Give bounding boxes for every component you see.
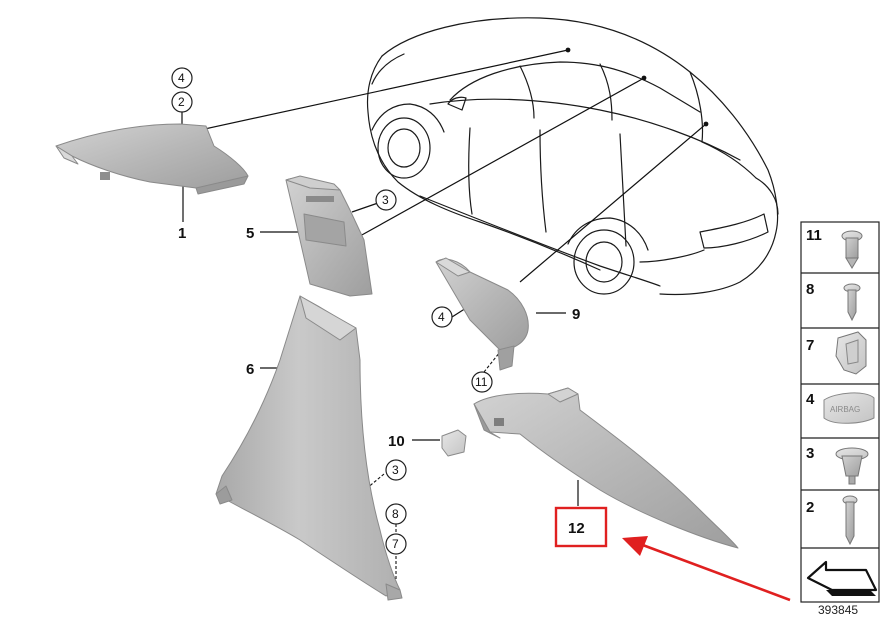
circle-label-3-low: 3 bbox=[385, 459, 407, 481]
svg-text:3: 3 bbox=[806, 445, 814, 462]
svg-text:11: 11 bbox=[475, 375, 488, 389]
highlight-box bbox=[554, 506, 608, 548]
svg-text:11: 11 bbox=[806, 227, 822, 244]
circle-label-8: 8 bbox=[385, 503, 407, 525]
circle-label-4-top: 4 bbox=[171, 67, 193, 89]
legend-item-8: 8 bbox=[806, 281, 861, 322]
fastener-legend: 11 8 7 4 AIRBAG 3 bbox=[800, 221, 880, 603]
legend-item-4: 4 AIRBAG bbox=[806, 391, 875, 424]
svg-text:4: 4 bbox=[806, 391, 815, 408]
arrow-head bbox=[622, 536, 648, 556]
svg-text:3: 3 bbox=[392, 463, 399, 477]
part-6-pillar bbox=[215, 295, 403, 601]
highlighted-part-12: 12 bbox=[554, 506, 608, 548]
label-part-5: 5 bbox=[246, 225, 254, 242]
part-10-piece bbox=[441, 429, 467, 457]
legend-item-11: 11 bbox=[806, 227, 863, 269]
image-id: 393845 bbox=[818, 603, 858, 617]
legend-item-2: 2 bbox=[806, 495, 858, 546]
svg-text:8: 8 bbox=[806, 281, 814, 298]
label-part-6: 6 bbox=[246, 361, 254, 378]
part-labels: 1 5 6 9 10 bbox=[178, 225, 580, 450]
svg-text:2: 2 bbox=[806, 499, 814, 516]
legend-symbol bbox=[806, 560, 878, 596]
label-part-12: 12 bbox=[568, 520, 585, 537]
label-part-9: 9 bbox=[572, 306, 580, 323]
legend-item-3: 3 bbox=[806, 445, 869, 485]
svg-text:7: 7 bbox=[806, 337, 814, 354]
circle-label-4-mid: 4 bbox=[431, 306, 453, 328]
part-5-trim bbox=[285, 175, 373, 297]
svg-text:7: 7 bbox=[392, 537, 399, 551]
svg-text:8: 8 bbox=[392, 507, 399, 521]
circle-labels: 4 2 3 4 11 3 8 7 bbox=[171, 67, 493, 555]
circle-label-11: 11 bbox=[471, 371, 493, 393]
red-arrow bbox=[622, 536, 791, 602]
part-1-trim bbox=[55, 123, 249, 195]
part-9-trim bbox=[435, 257, 529, 371]
part-12-trim bbox=[473, 387, 739, 549]
circle-label-2: 2 bbox=[171, 91, 193, 113]
svg-text:4: 4 bbox=[438, 310, 445, 324]
circle-label-3-top: 3 bbox=[375, 189, 397, 211]
label-part-10: 10 bbox=[388, 433, 405, 450]
circle-label-7: 7 bbox=[385, 533, 407, 555]
svg-text:3: 3 bbox=[382, 193, 389, 207]
clip-text: AIRBAG bbox=[830, 405, 860, 414]
label-part-1: 1 bbox=[178, 225, 186, 242]
car-outline bbox=[366, 17, 779, 296]
legend-item-7: 7 bbox=[806, 331, 867, 375]
svg-text:4: 4 bbox=[178, 71, 185, 85]
svg-text:2: 2 bbox=[178, 95, 185, 109]
